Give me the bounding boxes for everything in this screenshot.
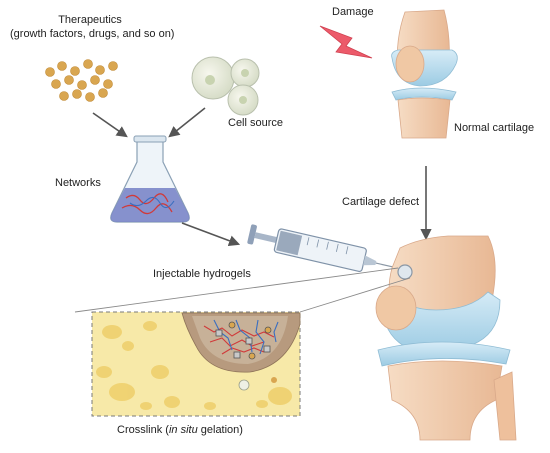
therapeutic-particles (45, 59, 118, 102)
zoomed-hydrogel-panel (91, 311, 301, 417)
defect-knee-illustration (375, 235, 517, 441)
normal-knee-illustration (391, 9, 458, 139)
arrows-to-flask (92, 107, 206, 138)
damage-bolt-icon (319, 25, 373, 59)
cell-source-label: Cell source (228, 117, 284, 129)
flask (110, 135, 190, 223)
crosslink-italic: in situ (168, 424, 198, 436)
arrow-flask-to-syringe (181, 222, 241, 247)
crosslink-suffix: gelation) (197, 424, 243, 436)
cell-source-cluster (191, 56, 260, 116)
therapeutics-label: Therapeutics (growth factors, drugs, and… (10, 14, 175, 42)
crosslink-prefix: Crosslink ( (117, 424, 169, 436)
normal-cartilage-label: Normal cartilage (454, 122, 535, 134)
therapeutics-title: Therapeutics (58, 14, 122, 26)
cartilage-defect-label: Cartilage defect (342, 196, 420, 208)
therapeutics-subtitle: (growth factors, drugs, and so on) (10, 27, 175, 40)
injectable-hydrogels-label: Injectable hydrogels (153, 268, 251, 280)
crosslink-label: Crosslink (in situ gelation) (117, 424, 243, 438)
networks-label: Networks (55, 177, 101, 189)
zoom-lines (74, 267, 411, 313)
syringe (247, 224, 398, 273)
damage-label: Damage (332, 6, 374, 18)
